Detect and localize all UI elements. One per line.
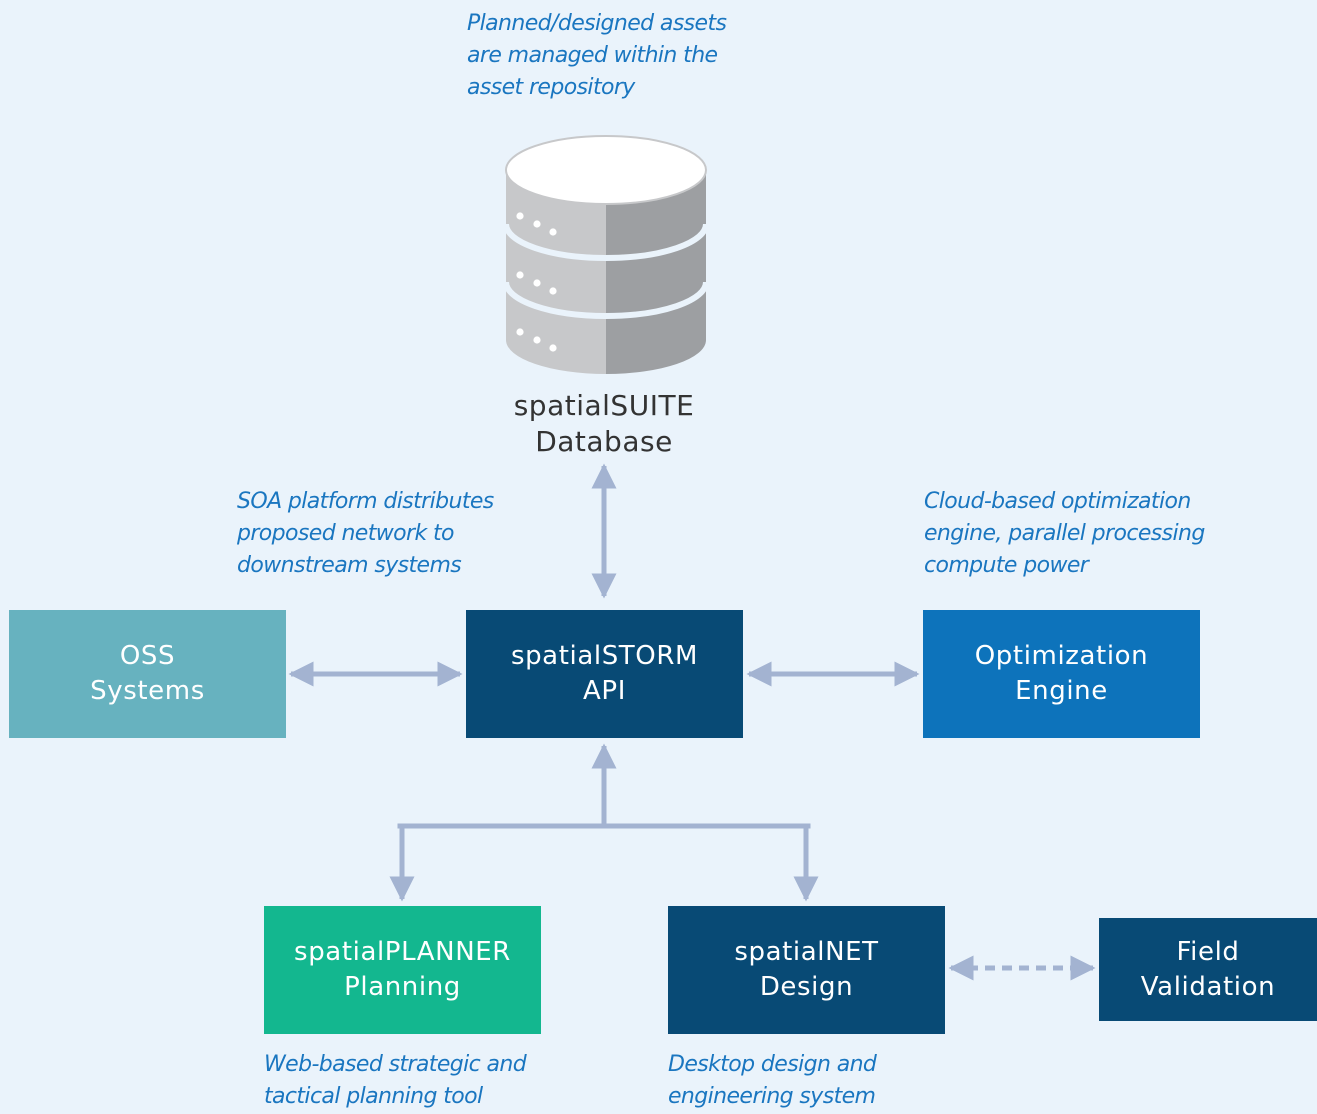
- spatialstorm-api-box: spatialSTORM API: [466, 610, 743, 738]
- database-label-line1: spatialSUITE: [513, 389, 695, 422]
- spatialstorm-api-label-line2: API: [583, 676, 626, 706]
- spatialnet-box: spatialNET Design: [668, 906, 945, 1034]
- database-label-line2: Database: [535, 425, 673, 458]
- spatialplanner-box: spatialPLANNER Planning: [264, 906, 541, 1034]
- note-soa: SOA platform distributes proposed networ…: [237, 489, 494, 578]
- spatialplanner-label-line2: Planning: [344, 972, 461, 1002]
- database-cylinder-icon: [503, 135, 709, 374]
- note-web-based: Web-based strategic and tactical plannin…: [264, 1052, 527, 1109]
- field-validation-label-line1: Field: [1176, 936, 1240, 967]
- spatialnet-label-line1: spatialNET: [734, 937, 879, 967]
- note-database: Planned/designed assets are managed with…: [467, 11, 727, 100]
- spatialstorm-api-label-line1: spatialSTORM: [510, 641, 699, 671]
- database-label: spatialSUITE Database: [454, 388, 754, 460]
- optimization-engine-box: Optimization Engine: [923, 610, 1200, 738]
- oss-systems-box: OSS Systems: [9, 610, 286, 738]
- note-cloud: Cloud-based optimization engine, paralle…: [924, 489, 1205, 578]
- field-validation-box: Field Validation: [1099, 918, 1317, 1021]
- field-validation-label-line2: Validation: [1140, 971, 1276, 1002]
- spatialplanner-label-line1: spatialPLANNER: [294, 937, 511, 967]
- note-desktop: Desktop design and engineering system: [668, 1052, 877, 1109]
- spatialnet-label-line2: Design: [759, 972, 854, 1002]
- oss-systems-label-line1: OSS: [119, 641, 176, 671]
- oss-systems-label-line2: Systems: [90, 676, 205, 706]
- optimization-engine-label-line2: Engine: [1015, 676, 1108, 706]
- optimization-engine-label-line1: Optimization: [974, 641, 1149, 671]
